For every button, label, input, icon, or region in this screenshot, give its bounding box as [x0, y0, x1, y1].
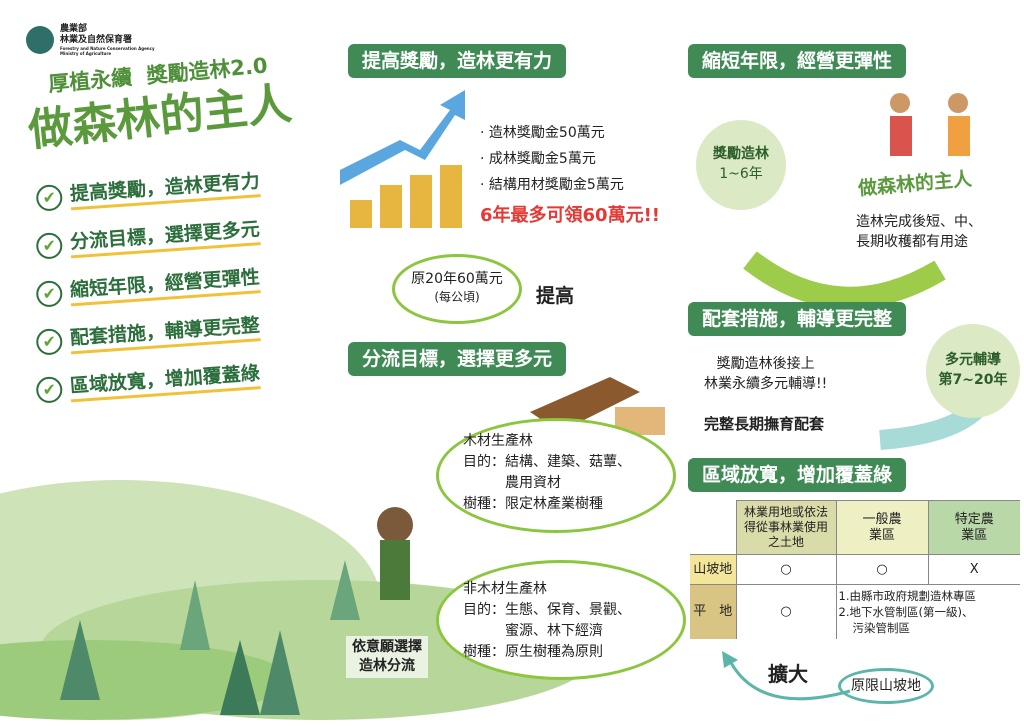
- note-line: 1.由縣市政府規劃造林專區: [838, 588, 976, 603]
- timber-species: 樹種：限定林產業樹種: [463, 496, 603, 512]
- bullet-item: · 成林獎勵金5萬元: [480, 151, 596, 167]
- years-circle: 獎勵造林 1~6年: [696, 120, 786, 210]
- support-line1: 獎勵造林後接上: [716, 356, 815, 372]
- timber-purpose2: 農用資材: [505, 475, 561, 491]
- table-row: 山坡地 ○ ○ X: [690, 554, 1020, 585]
- timber-forest-bubble: 木材生產林 目的：結構、建築、菇蕈、 農用資材 樹種：限定林產業樹種: [436, 418, 676, 533]
- section-header-diversify: 分流目標，選擇更多元: [348, 342, 567, 376]
- col-header: 林業用地或依法得從事林業使用之土地: [735, 500, 836, 555]
- nontimber-title: 非木材生產林: [463, 581, 547, 597]
- coins-growth-icon: [340, 90, 465, 228]
- agency-logo-icon: [26, 26, 54, 54]
- old-rate-unit: (每公頃): [434, 290, 480, 304]
- logo-en1: Forestry and Nature Conservation Agency: [60, 46, 155, 51]
- old-rate-circle: 原20年60萬元 (每公頃): [392, 254, 522, 324]
- check-icon: ✔: [35, 375, 64, 404]
- note-line: 2.地下水管制區(第一級)、: [838, 604, 974, 619]
- long-term-care: 完整長期撫育配套: [704, 415, 825, 433]
- section-header-shorten: 縮短年限，經營更彈性: [688, 44, 907, 78]
- logo-line2: 林業及自然保育署: [60, 35, 133, 45]
- cell: ○: [735, 554, 836, 585]
- checklist-item: ✔提高獎勵，造林更有力: [35, 168, 261, 213]
- harvest-desc-line2: 長期收穫都有用途: [856, 234, 968, 250]
- check-icon: ✔: [35, 279, 64, 308]
- section-header-expand: 區域放寬，增加覆蓋綠: [688, 458, 907, 492]
- logo-en2: Ministry of Agriculture: [60, 51, 112, 56]
- cell: ○: [735, 584, 836, 639]
- land-eligibility-table: 林業用地或依法得從事林業使用之土地 一般農業區 特定農業區 山坡地 ○ ○ X …: [690, 500, 1020, 639]
- harvest-desc-line1: 造林完成後短、中、: [856, 214, 982, 230]
- old-rate: 原20年60萬元: [411, 271, 503, 287]
- col-header: 一般農業區: [835, 500, 928, 555]
- logo-line1: 農業部: [60, 24, 88, 34]
- years-circle-line1: 獎勵造林: [713, 146, 769, 162]
- bullet-item: · 造林獎勵金50萬元: [480, 125, 605, 141]
- checklist-item: ✔配套措施，輔導更完整: [35, 312, 261, 357]
- cell: ○: [835, 554, 928, 585]
- nontimber-purpose2: 蜜源、林下經濟: [505, 623, 603, 639]
- timber-purpose: 目的：結構、建築、菇蕈、: [463, 454, 631, 470]
- row-header: 平 地: [690, 584, 736, 639]
- note-line: 污染管制區: [852, 620, 911, 635]
- original-slopeland-circle: 原限山坡地: [838, 668, 934, 704]
- incentive-list: · 造林獎勵金50萬元 · 成林獎勵金5萬元 · 結構用材獎勵金5萬元: [480, 120, 624, 198]
- check-icon: ✔: [35, 183, 64, 212]
- forest-owners-icon: [890, 93, 970, 156]
- section-header-incentive: 提高獎勵，造林更有力: [348, 44, 567, 78]
- guidance-circle: 多元輔導 第7~20年: [926, 324, 1020, 418]
- agency-name: 農業部 林業及自然保育署 Forestry and Nature Conserv…: [60, 24, 155, 56]
- max-incentive-highlight: 6年最多可領60萬元!!: [480, 205, 660, 226]
- col-header: 特定農業區: [927, 500, 1020, 555]
- checklist-item: ✔區域放寬，增加覆蓋綠: [35, 360, 261, 405]
- row-header: 山坡地: [690, 554, 736, 585]
- bullet-item: · 結構用材獎勵金5萬元: [480, 177, 624, 193]
- section-header-support: 配套措施，輔導更完整: [688, 302, 907, 336]
- table-row: 平 地 ○ 1.由縣市政府規劃造林專區 2.地下水管制區(第一級)、 污染管制區: [690, 584, 1020, 639]
- expand-label: 擴大: [768, 662, 808, 686]
- support-text: 獎勵造林後接上 林業永續多元輔導!!: [704, 354, 827, 394]
- choice-label: 依意願選擇 造林分流: [346, 636, 428, 678]
- raise-label: 提高: [536, 285, 575, 307]
- nontimber-purpose: 目的：生態、保育、景觀、: [463, 602, 631, 618]
- check-icon: ✔: [35, 327, 64, 356]
- timber-title: 木材生產林: [463, 433, 533, 449]
- check-icon: ✔: [35, 231, 64, 260]
- choice-line2: 造林分流: [359, 658, 415, 674]
- green-arrow-decoration: [743, 251, 946, 309]
- checklist-item: ✔分流目標，選擇更多元: [35, 216, 261, 261]
- checklist-item: ✔縮短年限，經營更彈性: [35, 264, 261, 309]
- nontimber-forest-bubble: 非木材生產林 目的：生態、保育、景觀、 蜜源、林下經濟 樹種：原生樹種為原則: [436, 560, 686, 680]
- cell: X: [927, 554, 1020, 585]
- support-line2: 林業永續多元輔導!!: [704, 376, 828, 392]
- guidance-circle-line1: 多元輔導: [945, 352, 1001, 368]
- choice-line1: 依意願選擇: [352, 639, 422, 655]
- flatland-notes: 1.由縣市政府規劃造林專區 2.地下水管制區(第一級)、 污染管制區: [835, 584, 1020, 639]
- nontimber-species: 樹種：原生樹種為原則: [463, 644, 603, 660]
- expand-arrow-icon: [722, 651, 851, 701]
- guidance-circle-line2: 第7~20年: [938, 372, 1008, 388]
- harvest-description: 造林完成後短、中、 長期收穫都有用途: [856, 212, 982, 252]
- years-circle-line2: 1~6年: [719, 166, 763, 182]
